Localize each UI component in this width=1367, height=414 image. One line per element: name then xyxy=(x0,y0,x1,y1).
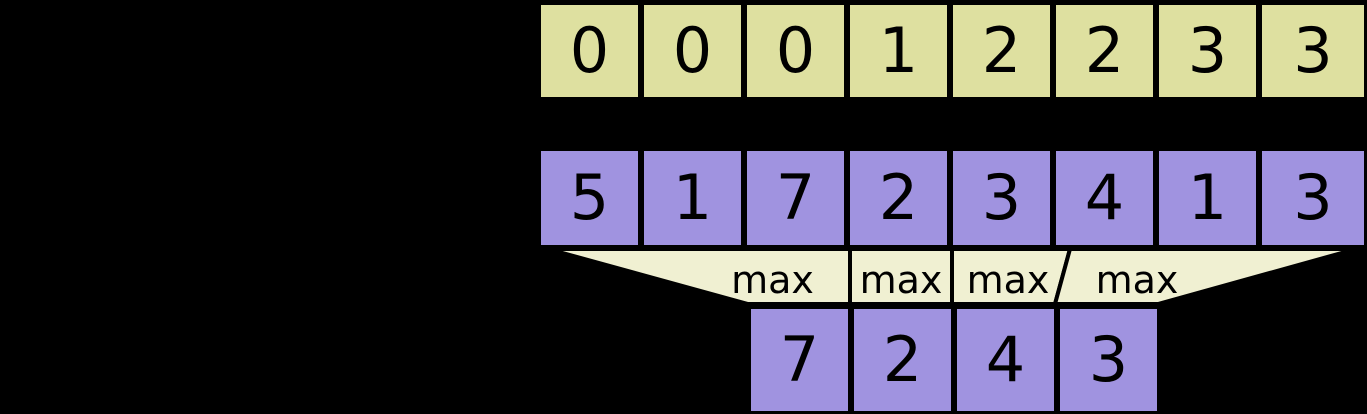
max-operation-label: max xyxy=(1095,258,1179,302)
index-cell: 1 xyxy=(847,2,950,100)
max-operation-label: max xyxy=(859,258,943,302)
index-cell: 3 xyxy=(1156,2,1259,100)
max-operation-label: max xyxy=(731,258,814,302)
max-operation-label: max xyxy=(966,258,1050,302)
input-cell: 3 xyxy=(950,148,1053,248)
index-cell: 0 xyxy=(538,2,641,100)
output-cell: 3 xyxy=(1057,306,1160,414)
index-cell: 0 xyxy=(641,2,744,100)
input-cell: 4 xyxy=(1053,148,1156,248)
output-cell: 7 xyxy=(748,306,851,414)
input-cell: 1 xyxy=(1156,148,1259,248)
index-cell: 0 xyxy=(744,2,847,100)
index-cell: 3 xyxy=(1259,2,1367,100)
output-cell: 2 xyxy=(851,306,954,414)
input-cell: 1 xyxy=(641,148,744,248)
index-cell: 2 xyxy=(950,2,1053,100)
input-cell: 3 xyxy=(1259,148,1367,248)
index-cell: 2 xyxy=(1053,2,1156,100)
input-cell: 5 xyxy=(538,148,641,248)
input-cell: 2 xyxy=(847,148,950,248)
output-cell: 4 xyxy=(954,306,1057,414)
input-cell: 7 xyxy=(744,148,847,248)
